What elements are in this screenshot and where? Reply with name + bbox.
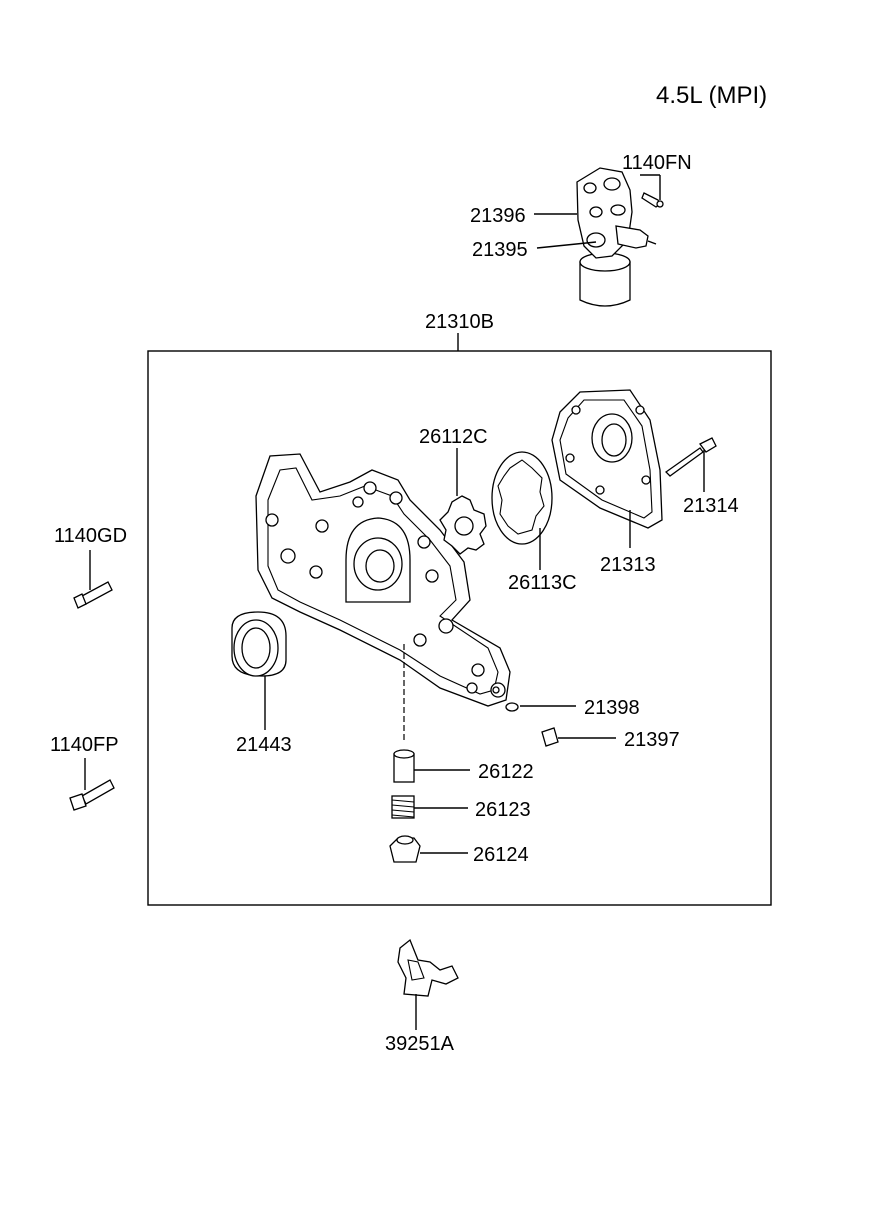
label-26113C: 26113C <box>508 572 577 594</box>
oil-filter-assembly <box>576 167 664 307</box>
label-21397: 21397 <box>624 729 680 751</box>
oil-pump-body <box>255 453 511 740</box>
bolt-1140GD <box>73 581 113 609</box>
label-26112C: 26112C <box>419 426 488 448</box>
engine-title: 4.5L (MPI) <box>656 82 767 109</box>
label-21398: 21398 <box>584 697 640 719</box>
relief-plug-nut <box>389 835 421 863</box>
o-ring <box>505 702 519 712</box>
label-21313: 21313 <box>600 554 656 576</box>
label-26124: 26124 <box>473 844 529 866</box>
label-21396: 21396 <box>470 205 526 227</box>
label-1140GD: 1140GD <box>54 525 127 547</box>
plug <box>541 727 559 747</box>
cover-screw <box>664 437 717 477</box>
label-21443: 21443 <box>236 734 292 756</box>
pump-cover-plate <box>551 389 663 529</box>
label-21314: 21314 <box>683 495 739 517</box>
label-21310B: 21310B <box>425 311 494 333</box>
relief-spring <box>391 795 415 819</box>
label-26122: 26122 <box>478 761 534 783</box>
outer-rotor-gear <box>491 451 553 545</box>
clip-bracket <box>397 938 459 997</box>
inner-rotor-gear <box>439 495 487 555</box>
relief-plunger <box>393 749 415 783</box>
label-39251A: 39251A <box>385 1033 455 1055</box>
front-oil-seal <box>231 611 287 677</box>
label-21395: 21395 <box>472 239 528 261</box>
assembly-box <box>147 350 772 906</box>
label-1140FP: 1140FP <box>50 734 119 756</box>
label-26123: 26123 <box>475 799 531 821</box>
leader-21395 <box>536 241 597 249</box>
label-1140FN: 1140FN <box>622 152 692 174</box>
bolt-1140FP <box>69 779 115 811</box>
